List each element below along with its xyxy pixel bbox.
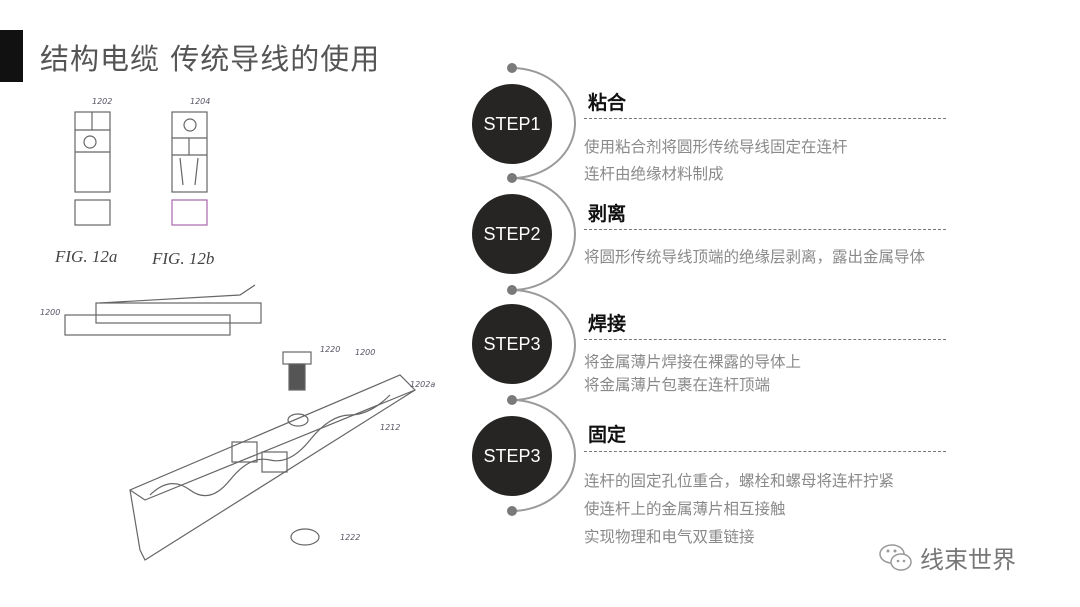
step-heading-3: 焊接 bbox=[588, 313, 627, 335]
description-line: 将金属薄片包裹在连杆顶端 bbox=[584, 376, 771, 394]
divider bbox=[584, 451, 946, 452]
watermark-text: 线束世界 bbox=[920, 546, 1016, 574]
page-title: 结构电缆 传统导线的使用 bbox=[40, 42, 381, 76]
description-line: 连杆由绝缘材料制成 bbox=[584, 165, 724, 183]
watermark: 线束世界 bbox=[878, 540, 1016, 575]
svg-text:1212: 1212 bbox=[380, 423, 400, 432]
step-heading-4: 固定 bbox=[588, 424, 627, 446]
description-line: 使连杆上的金属薄片相互接触 bbox=[584, 500, 786, 518]
patent-drawing: 1202 1204 1200 1200 1220 1222 1212 1202a bbox=[40, 97, 435, 561]
svg-text:1200: 1200 bbox=[355, 348, 375, 357]
figure-label-12b: FIG. 12b bbox=[152, 249, 215, 268]
description-line: 实现物理和电气双重链接 bbox=[584, 528, 755, 546]
step-heading-2: 剥离 bbox=[588, 203, 627, 225]
description-line: 使用粘合剂将圆形传统导线固定在连杆 bbox=[584, 138, 848, 156]
figure-label-12a: FIG. 12a bbox=[55, 247, 118, 266]
description-line: 将圆形传统导线顶端的绝缘层剥离，露出金属导体 bbox=[584, 248, 926, 266]
divider bbox=[584, 229, 946, 230]
step-heading-1: 粘合 bbox=[588, 92, 627, 114]
step-badge-2: STEP2 bbox=[472, 194, 552, 274]
svg-text:1200: 1200 bbox=[40, 308, 60, 317]
step-badge-4: STEP3 bbox=[472, 416, 552, 496]
divider bbox=[584, 118, 946, 119]
title-accent-bar bbox=[0, 30, 23, 82]
divider bbox=[584, 339, 946, 340]
svg-text:1222: 1222 bbox=[340, 533, 360, 542]
svg-text:1202: 1202 bbox=[92, 97, 112, 106]
svg-text:1202a: 1202a bbox=[410, 380, 435, 389]
description-line: 连杆的固定孔位重合，螺栓和螺母将连杆拧紧 bbox=[584, 472, 895, 490]
step-badge-1: STEP1 bbox=[472, 84, 552, 164]
step-description-4: 连杆的固定孔位重合，螺栓和螺母将连杆拧紧 使连杆上的金属薄片相互接触 实现物理和… bbox=[584, 467, 894, 551]
wechat-icon bbox=[879, 543, 912, 571]
step-description-2: 将圆形传统导线顶端的绝缘层剥离，露出金属导体 bbox=[584, 244, 925, 271]
step-description-1: 使用粘合剂将圆形传统导线固定在连杆 连杆由绝缘材料制成 bbox=[584, 134, 848, 188]
description-line: 将金属薄片焊接在裸露的导体上 bbox=[584, 353, 802, 371]
svg-text:1204: 1204 bbox=[190, 97, 210, 106]
svg-text:1220: 1220 bbox=[320, 345, 340, 354]
step-description-3: 将金属薄片焊接在裸露的导体上 将金属薄片包裹在连杆顶端 bbox=[584, 351, 801, 397]
step-badge-3: STEP3 bbox=[472, 304, 552, 384]
